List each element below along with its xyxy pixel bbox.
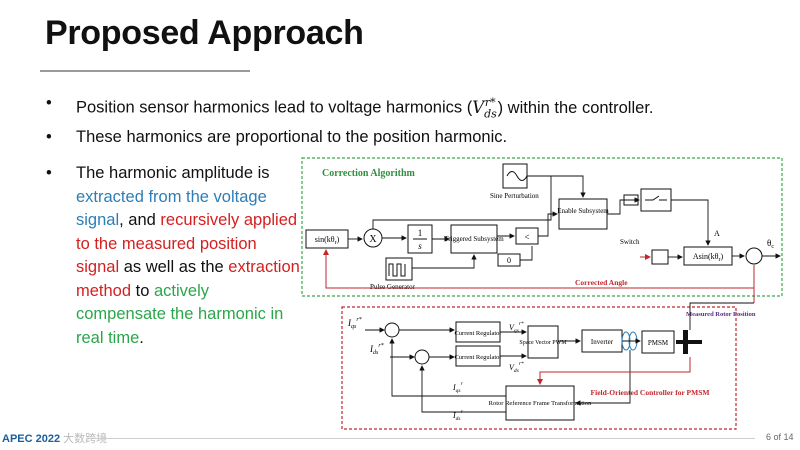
bullet-3-seg8: actively compensate the harmonic in real… [76, 281, 284, 347]
integrator-den: s [418, 241, 422, 251]
correction-algorithm-box [301, 157, 783, 297]
iqs-ref-label: Iqsr* [347, 317, 362, 330]
vds-label: Vdsr* [509, 361, 524, 374]
summing-junction [745, 247, 763, 265]
bullet-3-seg1: The harmonic amplitude is [76, 164, 270, 182]
ids-ref-label: Idsr* [369, 343, 384, 356]
footer-logo-text: APEC 2022 [2, 433, 61, 445]
sine-perturbation-block [502, 163, 528, 189]
motor-shaft [676, 340, 702, 344]
correction-title: Correction Algorithm [322, 168, 416, 179]
pulse-wave-icon [388, 263, 406, 277]
pmsm-block [641, 330, 675, 354]
footer-divider [95, 438, 755, 439]
bullet-3: • The harmonic amplitude is extracted fr… [46, 162, 301, 350]
pulse-generator-label: Pulse Generator [370, 283, 416, 291]
page-number: 6 of 14 [766, 432, 794, 442]
comparator-symbol: < [524, 232, 529, 242]
sum-iq [384, 322, 400, 338]
bullet-3-seg5: as well as the [119, 258, 229, 276]
asin-block-label: Asin(kθr) [693, 252, 724, 263]
svpwm-block [527, 325, 559, 359]
bullet-3-seg3: , and [119, 211, 161, 229]
bullet-dot: • [46, 94, 52, 112]
bullet-1-math-sub: ds [484, 106, 497, 120]
switch-block [651, 249, 669, 265]
ids-fb-label: Idsr [452, 409, 464, 422]
A-label: A [714, 229, 720, 238]
integrator-num: 1 [418, 228, 423, 238]
bullet-2-text: These harmonics are proportional to the … [76, 128, 508, 146]
rotor-reference-transform-block [505, 385, 575, 421]
measured-rotor-position-label: Measured Rotor Position [686, 311, 756, 318]
rotor-reference-transform-label: Rotor Reference Frame Transformation [489, 400, 592, 407]
slide-title: Proposed Approach [45, 14, 364, 52]
multiplier-label: X [369, 234, 377, 245]
theta-c-label: θc [767, 238, 774, 250]
corrected-angle-label: Corrected Angle [575, 278, 628, 287]
sine-wave-icon [506, 171, 528, 181]
foc-box [341, 306, 737, 430]
bullet-dot: • [46, 164, 52, 182]
sine-perturbation-label: Sine Perturbation [490, 192, 539, 200]
bullet-1-math: V [472, 97, 485, 117]
title-underline [40, 70, 250, 72]
sin-block-label: sin(kθr) [315, 235, 340, 246]
triggered-subsystem-block [450, 224, 498, 254]
bullet-1-text-a: Position sensor harmonics lead to voltag… [76, 98, 473, 117]
switch-label: Switch [620, 238, 640, 246]
bullet-dot: • [46, 128, 52, 146]
watermark-text: 大数跨境 [63, 433, 108, 445]
vqs-label: Vqsr* [509, 321, 524, 334]
bullet-1-text-b: ) within the controller. [497, 98, 654, 117]
zero-const-label: 0 [507, 256, 511, 265]
current-regulator-1-label: Current Regulator [454, 330, 502, 337]
bullet-3-seg6: extraction method [76, 258, 300, 300]
bullet-2: • These harmonics are proportional to th… [46, 126, 776, 148]
pmsm-label: PMSM [648, 339, 669, 347]
bullet-3-seg9: . [139, 328, 144, 347]
footer-logo: APEC 2022 大数跨境 [2, 430, 107, 446]
sum-id [414, 349, 430, 365]
motor-shaft-flange [683, 330, 688, 354]
triggered-subsystem-label: Triggered Subsystem [444, 235, 504, 243]
svpwm-label: Space Vector PWM [519, 340, 567, 346]
current-regulator-2-label: Current Regulator [454, 354, 502, 361]
bullet-1: • Position sensor harmonics lead to volt… [46, 92, 786, 125]
bullet-3-seg4: recursively applied to the measured posi… [76, 211, 298, 276]
pulse-generator-block [385, 257, 413, 281]
foc-title: Field-Oriented Controller for PMSM [591, 388, 710, 397]
iqs-fb-label: Iqsr [452, 381, 464, 394]
bullet-3-seg7: to [131, 281, 154, 300]
inverter-label: Inverter [591, 338, 614, 346]
bullet-1-math-sup: r* [484, 96, 496, 109]
bullet-3-seg2: extracted from the voltage signal [76, 187, 267, 230]
enable-subsystem-label: Enable Subsystem [557, 207, 609, 215]
